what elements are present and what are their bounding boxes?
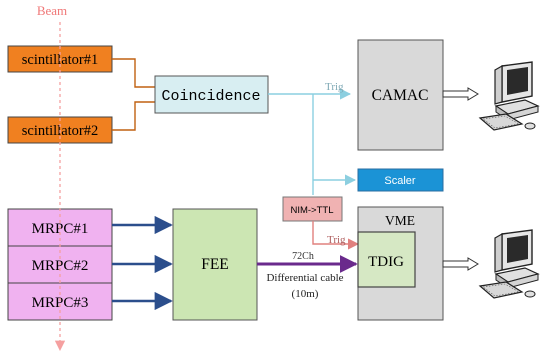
hollow-arrow-vme (442, 257, 479, 271)
tdig-box: TDIG (357, 231, 416, 288)
cable-name: Differential cable (266, 272, 343, 284)
camac-label: CAMAC (372, 87, 429, 104)
mrpc-3-label: MRPC#3 (32, 295, 89, 311)
camac-box: CAMAC (357, 39, 444, 151)
scaler-box: Scaler (357, 168, 444, 192)
scaler-label: Scaler (384, 175, 416, 187)
tdig-label: TDIG (368, 254, 404, 270)
coincidence-label: Coincidence (161, 88, 260, 105)
vme-label: VME (385, 213, 415, 228)
mrpc-1-label: MRPC#1 (32, 221, 89, 237)
coincidence-box: Coincidence (154, 75, 269, 114)
mrpc-2-label: MRPC#2 (32, 258, 89, 274)
scint2-connector (112, 101, 155, 131)
nim-ttl-label: NIM->TTL (290, 205, 333, 216)
fee-label: FEE (201, 256, 229, 273)
trig-bottom-label: Trig (327, 234, 346, 246)
fee-box: FEE (172, 208, 258, 321)
trig-line-tdig (312, 221, 360, 250)
mrpc-3: MRPC#3 (7, 282, 113, 321)
trig-top-label: Trig (325, 81, 344, 93)
hollow-arrow-camac (442, 87, 479, 101)
beam-label: Beam (37, 3, 67, 18)
scint1-connector (112, 58, 155, 88)
cable-length: (10m) (292, 288, 319, 300)
computer-icon (478, 229, 540, 299)
computer-icon (478, 61, 540, 131)
cable-channels: 72Ch (292, 251, 314, 262)
nim-ttl-box: NIM->TTL (282, 196, 343, 222)
